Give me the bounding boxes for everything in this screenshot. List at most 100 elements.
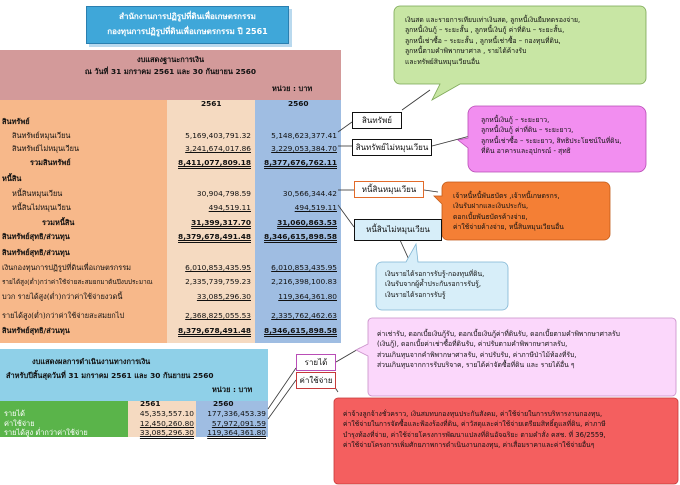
balance-sheet-col-2560 — [255, 100, 341, 343]
value-surplus-brought-forward-2561: 2,335,739,759.23 — [185, 277, 251, 286]
row-label-noncurrent-assets: สินทรัพย์ไม่หมุนเวียน — [12, 144, 80, 153]
row-label-surplus-brought-forward: รายได้สูง(ต่ำ)กว่าค่าใช้จ่ายสะสมยกมาต้นป… — [2, 278, 153, 286]
title-box: สำนักงานการปฏิรูปที่ดินเพื่อเกษตรกรรม กอ… — [86, 6, 289, 44]
row-label-surplus-period: บวก รายได้สูง(ต่ำ)กว่าค่าใช้จ่ายงวดนี้ — [2, 292, 123, 301]
callout-revenue: ค่าเช่ารับ, ดอกเบี้ยเงินกู้รับ, ดอกเบี้ย… — [370, 324, 678, 376]
income-statement-col-2560 — [196, 401, 268, 437]
value-noncurrent-liabilities-2560: 494,519.11 — [294, 203, 337, 212]
callout-current-assets-line: และทรัพย์สินหมุนเวียนอื่น — [405, 57, 480, 66]
value-surplus-carried-forward-2560: 2,335,762,462.63 — [271, 311, 337, 320]
balance-sheet-heading: งบแสดงฐานะการเงิน — [136, 55, 204, 64]
callout-noncurrent-assets-line: ลูกหนี้เงินกู้ – ระยะยาว, — [481, 116, 550, 124]
row-label-land-reform-fund: เงินกองทุนการปฏิรูปที่ดินเพื่อเกษตรกรรม — [2, 263, 132, 272]
value-total-assets-2561: 8,411,077,809.18 — [178, 158, 251, 167]
callout-expense-line: ค่าใช้จ่ายโครงการเพิ่มศักยภาพการดำเนินงา… — [343, 441, 595, 450]
income-statement-label-column — [0, 401, 128, 437]
balance-sheet-unit: หน่วย : บาท — [272, 84, 313, 93]
value-surplus-brought-forward-2560: 2,216,398,100.83 — [271, 277, 337, 286]
income-statement-date: สำหรับปีสิ้นสุดวันที่ 31 มกราคม 2561 และ… — [6, 371, 214, 380]
callout-current-liabilities-line: ดอกเบี้ยพันธบัตรค้างจ่าย, — [453, 212, 528, 221]
callout-revenue-line: (เงินกู้), ดอกเบี้ยค่าเช่าซื้อที่ดินรับ,… — [377, 340, 568, 349]
callout-expense-line: บำรุงท้องที่จ่าย, ค่าใช้จ่ายโครงการพัฒนา… — [343, 430, 606, 439]
value-net-assets-2560: 8,346,615,898.58 — [264, 232, 337, 241]
income-revenue-2560: 177,336,453.39 — [207, 409, 266, 418]
callout-current-assets-line: ลูกหนี้เงินกู้ – ระยะสั้น , ลูกหนี้เงินก… — [405, 26, 565, 35]
value-noncurrent-assets-2560: 3,229,053,384.70 — [271, 144, 337, 153]
row-label-current-liabilities: หนี้สินหมุนเวียน — [12, 189, 63, 198]
value-current-liabilities-2560: 30,566,344.42 — [282, 189, 337, 198]
callout-current-liabilities-line: เจ้าหนี้หนี้พันธบัตร ,เจ้าหนี้เกษตรกร, — [453, 192, 560, 200]
title-line1: สำนักงานการปฏิรูปที่ดินเพื่อเกษตรกรรม — [119, 12, 256, 21]
income-expense-2560: 57,972,091.59 — [211, 419, 266, 428]
value-land-reform-fund-2560: 6,010,853,435.95 — [271, 263, 337, 272]
income-statement-heading: งบแสดงผลการดำเนินงานทางการเงิน — [32, 357, 151, 366]
row-label-total-assets: รวมสินทรัพย์ — [30, 158, 71, 167]
callout-noncurrent-assets-line: ลูกหนี้เช่าซื้อ – ระยะยาว, สิทธิประโยชน์… — [481, 136, 622, 145]
label-current-assets: สินทรัพย์ — [352, 112, 402, 129]
row-label-net-assets: สินทรัพย์สุทธิ/ส่วนทุน — [2, 232, 70, 241]
income-statement-col-2561 — [128, 401, 196, 437]
row-label-surplus-carried-forward: รายได้สูง(ต่ำ)กว่าค่าใช้จ่ายสะสมยกไป — [2, 311, 125, 320]
value-noncurrent-liabilities-2561: 494,519.11 — [208, 203, 251, 212]
value-surplus-carried-forward-2561: 2,368,825,055.53 — [185, 311, 251, 320]
callout-current-assets-line: ลูกหนี้เช่าซื้อ – ระยะสั้น , ลูกหนี้เช่า… — [405, 36, 561, 45]
value-net-assets-total-2560: 8,346,615,898.58 — [264, 326, 337, 335]
label-noncurrent-liabilities: หนี้สินไม่หมุนเวียน — [354, 219, 442, 241]
income-statement-year-2561: 2561 — [140, 399, 161, 408]
income-label-surplus: รายได้สูง ต่ำกว่าค่าใช้จ่าย — [4, 428, 88, 437]
income-expense-2561: 12,450,260.80 — [139, 419, 194, 428]
label-expense: ค่าใช้จ่าย — [296, 372, 336, 389]
income-surplus-2560: 119,364,361.80 — [207, 428, 266, 437]
income-label-expense: ค่าใช้จ่าย — [4, 419, 35, 428]
value-total-assets-2560: 8,377,676,762.11 — [264, 158, 337, 167]
value-total-liabilities-2560: 31,060,863.53 — [277, 218, 337, 227]
value-land-reform-fund-2561: 6,010,853,435.95 — [185, 263, 251, 272]
balance-sheet-year-2560: 2560 — [288, 99, 309, 108]
income-revenue-2561: 45,353,557.10 — [139, 409, 194, 418]
income-statement-year-2560: 2560 — [213, 399, 234, 408]
callout-revenue-line: ค่าเช่ารับ, ดอกเบี้ยเงินกู้รับ, ดอกเบี้ย… — [377, 330, 620, 338]
callout-noncurrent-assets: ลูกหนี้เงินกู้ – ระยะยาว, ลูกหนี้เงินกู้… — [474, 110, 648, 162]
value-net-assets-2561: 8,379,678,491.48 — [178, 232, 251, 241]
callout-current-liabilities: เจ้าหนี้หนี้พันธบัตร ,เจ้าหนี้เกษตรกร, เ… — [446, 186, 610, 238]
title-line2: กองทุนการปฏิรูปที่ดินเพื่อเกษตรกรรม ปี 2… — [107, 27, 268, 36]
row-label-noncurrent-liabilities: หนี้สินไม่หมุนเวียน — [12, 203, 71, 212]
balance-sheet-label-column — [0, 100, 167, 343]
callout-current-liabilities-line: เงินรับฝากและเงินประกัน, — [453, 202, 529, 211]
callout-noncurrent-liabilities: เงินรายได้รอการรับรู้-กองทุนที่ดิน, เงิน… — [378, 264, 510, 305]
callout-noncurrent-liabilities-line: เงินรายได้รอการรับรู้-กองทุนที่ดิน, — [385, 270, 485, 278]
income-statement-unit: หน่วย : บาท — [212, 385, 253, 394]
row-label-current-assets: สินทรัพย์หมุนเวียน — [12, 131, 71, 140]
balance-sheet-col-2561 — [167, 100, 255, 343]
callout-revenue-line: ส่วนเกินทุนจากการรับบริจาค, รายได้ค่าจัด… — [377, 361, 575, 370]
label-current-liabilities: หนี้สินหมุนเวียน — [354, 181, 424, 198]
callout-noncurrent-assets-line: ที่ดิน อาคารและอุปกรณ์ - สุทธิ — [481, 147, 571, 156]
callout-current-assets: เงินสด และรายการเทียบเท่าเงินสด, ลูกหนี้… — [398, 10, 644, 72]
value-current-liabilities-2561: 30,904,798.59 — [196, 189, 251, 198]
balance-sheet-year-2561: 2561 — [201, 99, 222, 108]
callout-current-assets-line: ลูกหนี้ตามคำพิพากษาศาล , รายได้ค้างรับ — [405, 47, 527, 56]
value-surplus-period-2560: 119,364,361.80 — [278, 292, 337, 301]
value-current-assets-2560: 5,148,623,377.41 — [271, 131, 337, 140]
label-noncurrent-assets: สินทรัพย์ไม่หมุนเวียน — [352, 139, 432, 156]
balance-sheet-date: ณ วันที่ 31 มกราคม 2561 และ 30 กันยายน 2… — [84, 67, 257, 76]
value-current-assets-2561: 5,169,403,791.32 — [185, 131, 251, 140]
callout-noncurrent-liabilities-line: เงินรายได้รอการรับรู้ — [385, 290, 446, 299]
callout-current-liabilities-line: ค่าใช้จ่ายค้างจ่าย, หนี้สินหมุนเวียนอื่น — [453, 223, 564, 232]
row-label-total-liabilities: รวมหนี้สิน — [42, 218, 75, 227]
value-net-assets-total-2561: 8,379,678,491.48 — [178, 326, 251, 335]
income-statement-header — [0, 349, 268, 401]
row-label-net-assets-heading: สินทรัพย์สุทธิ/ส่วนทุน — [2, 248, 70, 257]
label-revenue: รายได้ — [296, 354, 336, 371]
row-label-liabilities: หนี้สิน — [2, 174, 22, 183]
row-label-assets: สินทรัพย์ — [2, 117, 30, 126]
callout-revenue-line: ส่วนเกินทุนจากคำพิพากษาศาลรับ, ค่าปรับรั… — [377, 350, 577, 359]
value-total-liabilities-2561: 31,399,317.70 — [191, 218, 251, 227]
value-surplus-period-2561: 33,085,296.30 — [196, 292, 251, 301]
row-label-net-assets-total: สินทรัพย์สุทธิ/ส่วนทุน — [2, 326, 70, 335]
